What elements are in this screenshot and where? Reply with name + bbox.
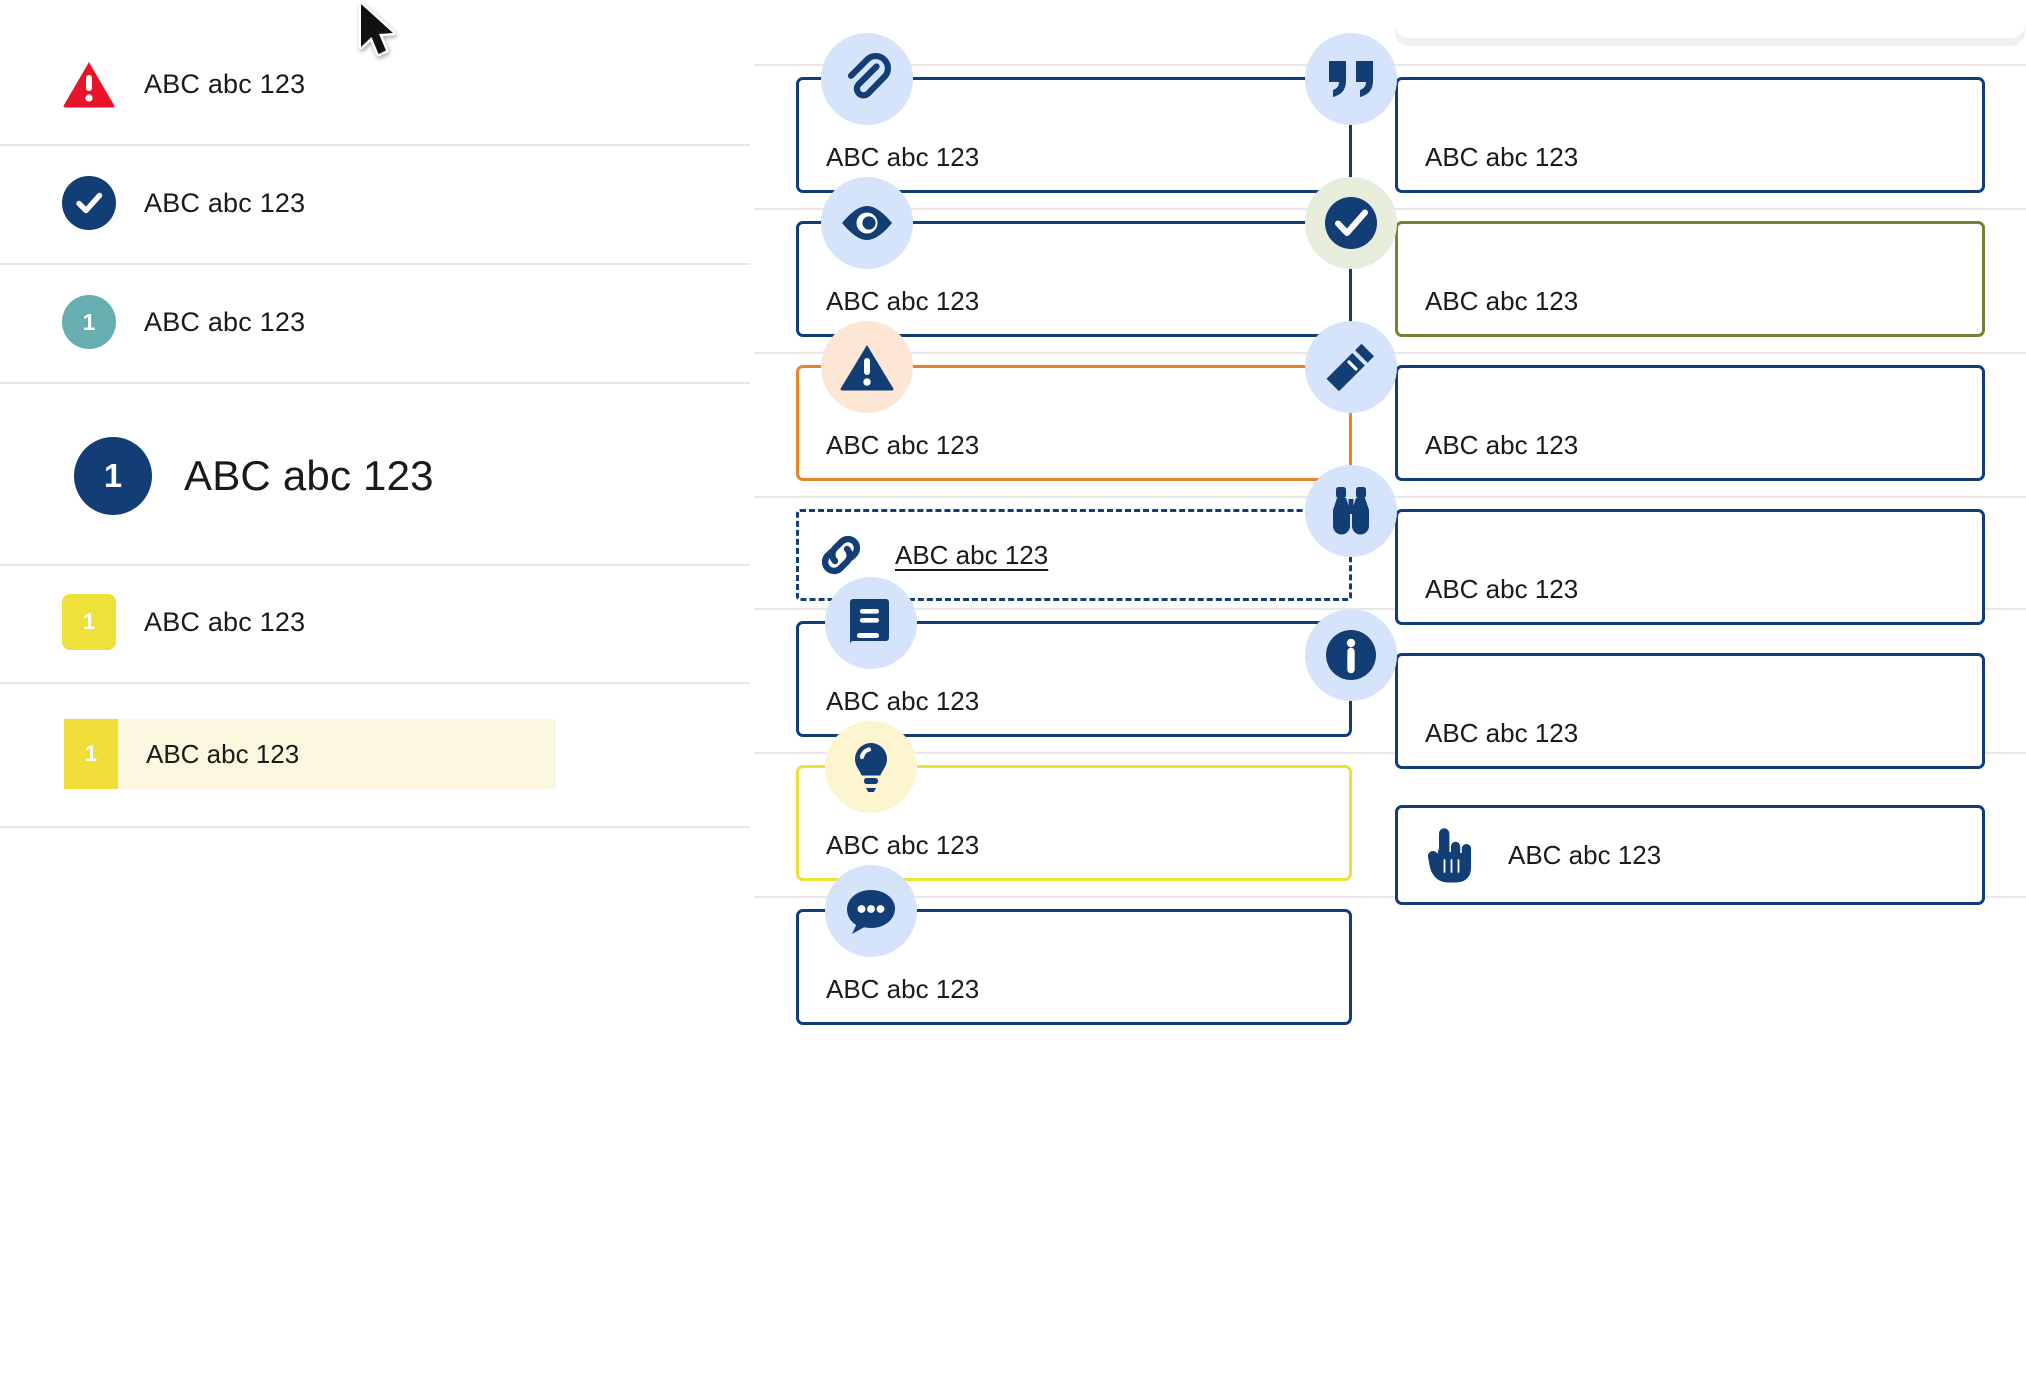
number-circle-icon: 1 [74,437,152,515]
list-divider [0,682,750,684]
card-edit[interactable]: ABC abc 123 [1395,365,1985,481]
list-divider [0,564,750,566]
list-divider [0,382,750,384]
check-circle-icon [1305,177,1397,269]
binoculars-icon [1305,465,1397,557]
list-divider [0,144,750,146]
number-square-icon: 1 [64,719,118,789]
list-item[interactable]: 1 ABC abc 123 [0,594,752,650]
number-badge-text: 1 [82,609,96,634]
card-label: ABC abc 123 [1425,430,1579,460]
card-label: ABC abc 123 [826,830,980,860]
list-item[interactable]: ABC abc 123 [0,176,752,230]
card-label: ABC abc 123 [1425,286,1579,316]
number-badge-text: 1 [82,308,96,335]
card-link-content[interactable]: ABC abc 123 [815,529,1048,581]
card-action[interactable]: ABC abc 123 [1395,805,1985,905]
list-item-label: ABC abc 123 [144,306,306,337]
cards-panel: ABC abc 123 ABC abc 123 ABC abc 123 [755,0,2026,1392]
list-item-highlighted[interactable]: 1 ABC abc 123 [64,719,556,789]
card-label: ABC abc 123 [1425,142,1579,172]
check-circle-icon [62,176,116,230]
comment-bubble-icon [825,865,917,957]
card-explore[interactable]: ABC abc 123 [1395,509,1985,625]
left-list-panel: ABC abc 123 ABC abc 123 1 ABC abc 123 1 … [0,0,752,1392]
list-divider [0,826,750,828]
list-item-label: ABC abc 123 [144,187,306,218]
card-label: ABC abc 123 [1425,718,1579,748]
card-label: ABC abc 123 [826,286,980,316]
number-badge-text: 1 [103,457,123,494]
card-label: ABC abc 123 [826,430,980,460]
mouse-pointer-icon [358,1,400,60]
card-row-divider [755,752,2026,754]
card-label: ABC abc 123 [826,686,980,716]
card-label: ABC abc 123 [826,142,980,172]
list-divider [0,263,750,265]
quote-marks-icon [1305,33,1397,125]
list-item[interactable]: 1 ABC abc 123 [0,295,752,349]
top-rounded-panel [1395,0,2025,38]
number-square-icon: 1 [62,594,116,650]
pencil-icon [1305,321,1397,413]
card-link-label[interactable]: ABC abc 123 [895,539,1049,570]
card-info[interactable]: ABC abc 123 [1395,653,1985,769]
card-row-divider [755,896,2026,898]
card-label: ABC abc 123 [1425,574,1579,604]
card-row-divider [755,608,2026,610]
warning-triangle-icon [62,60,116,108]
list-item-label: ABC abc 123 [184,452,434,499]
info-circle-icon [1305,609,1397,701]
list-item-label: ABC abc 123 [144,606,306,637]
card-quote[interactable]: ABC abc 123 [1395,77,1985,193]
eye-icon [821,177,913,269]
warning-triangle-icon [821,321,913,413]
list-item[interactable]: ABC abc 123 [0,58,752,110]
card-success[interactable]: ABC abc 123 [1395,221,1985,337]
list-item-large[interactable]: 1 ABC abc 123 [0,436,752,516]
card-tip[interactable]: ABC abc 123 [796,765,1352,881]
card-action-content[interactable]: ABC abc 123 [1426,826,1661,884]
link-chain-icon [815,529,867,581]
number-circle-icon: 1 [62,295,116,349]
hand-pointer-icon [1426,826,1474,884]
card-label: ABC abc 123 [826,974,980,1004]
card-label: ABC abc 123 [1508,839,1662,870]
book-icon [825,577,917,669]
list-item-label: ABC abc 123 [144,68,306,99]
paperclip-icon [821,33,913,125]
number-badge-text: 1 [84,741,98,766]
list-item-label: ABC abc 123 [146,738,300,769]
lightbulb-icon [825,721,917,813]
